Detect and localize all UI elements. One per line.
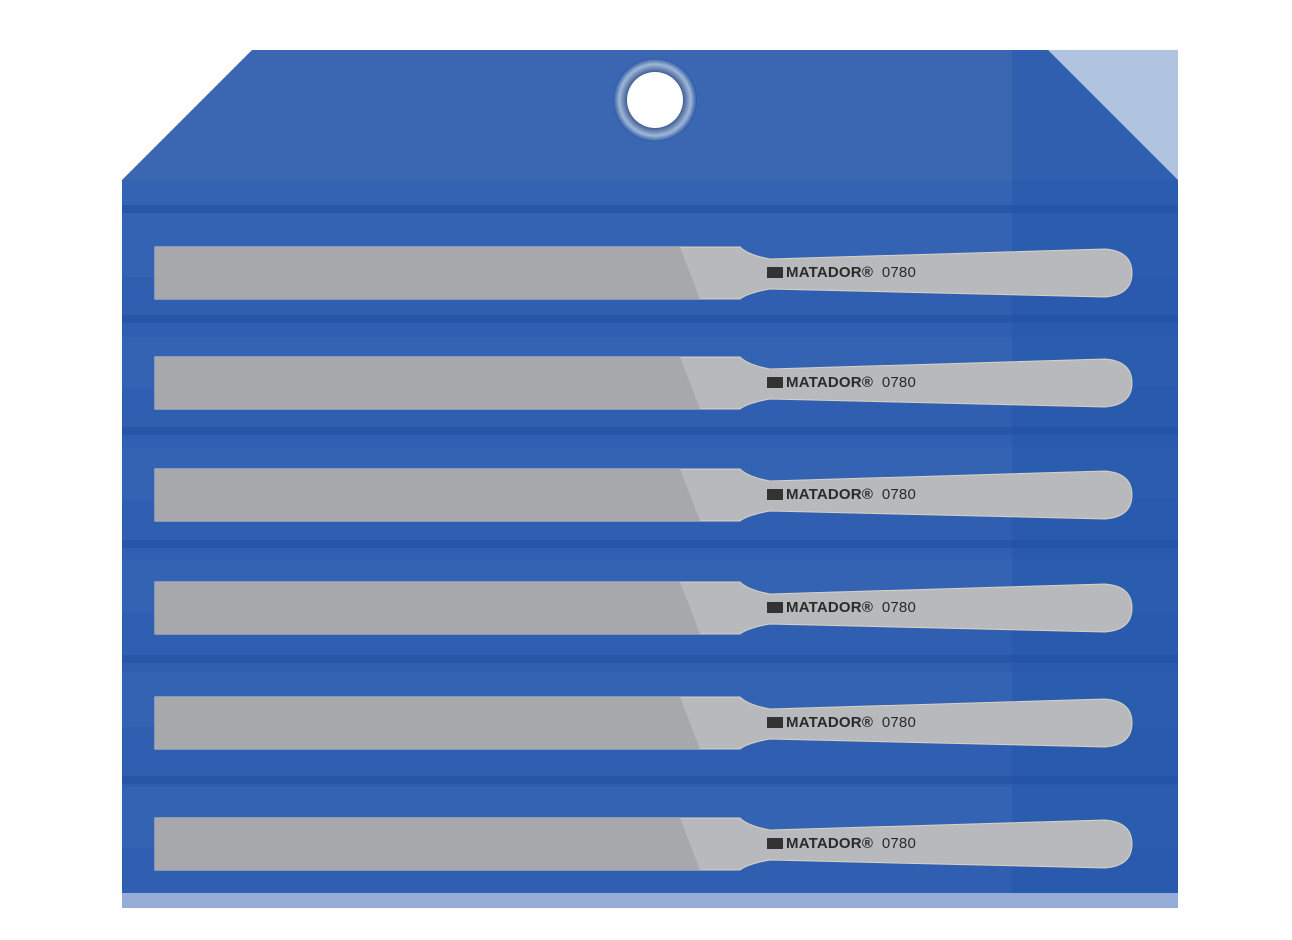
brand-name: MATADOR® <box>786 714 874 731</box>
file-label: MATADOR® 0780 <box>767 714 916 731</box>
file-label: MATADOR® 0780 <box>767 835 916 852</box>
matador-logo-icon <box>767 717 783 728</box>
product-code: 0780 <box>881 264 917 281</box>
pocket-fold <box>122 427 1178 435</box>
file-label: MATADOR® 0780 <box>767 486 916 503</box>
brand-name: MATADOR® <box>786 599 874 616</box>
file-blade <box>155 697 700 749</box>
matador-logo-icon <box>767 838 783 849</box>
product-code: 0780 <box>881 374 917 391</box>
matador-logo-icon <box>767 377 783 388</box>
product-code: 0780 <box>881 486 917 503</box>
file-label: MATADOR® 0780 <box>767 599 916 616</box>
file-label: MATADOR® 0780 <box>767 264 916 281</box>
file-blade <box>155 469 700 521</box>
file-blade <box>155 357 700 409</box>
matador-logo-icon <box>767 489 783 500</box>
brand-name: MATADOR® <box>786 264 874 281</box>
pocket-fold <box>122 655 1178 663</box>
pocket-fold <box>122 776 1178 784</box>
file-blade <box>155 582 700 634</box>
pocket-fold <box>122 205 1178 213</box>
matador-logo-icon <box>767 602 783 613</box>
pocket-fold <box>122 315 1178 323</box>
file-blade <box>155 247 700 299</box>
matador-logo-icon <box>767 267 783 278</box>
brand-name: MATADOR® <box>786 835 874 852</box>
product-code: 0780 <box>881 599 917 616</box>
product-code: 0780 <box>881 835 917 852</box>
pocket-fold <box>122 540 1178 548</box>
brand-name: MATADOR® <box>786 374 874 391</box>
file-label: MATADOR® 0780 <box>767 374 916 391</box>
brand-name: MATADOR® <box>786 486 874 503</box>
file-blade <box>155 818 700 870</box>
product-code: 0780 <box>881 714 917 731</box>
